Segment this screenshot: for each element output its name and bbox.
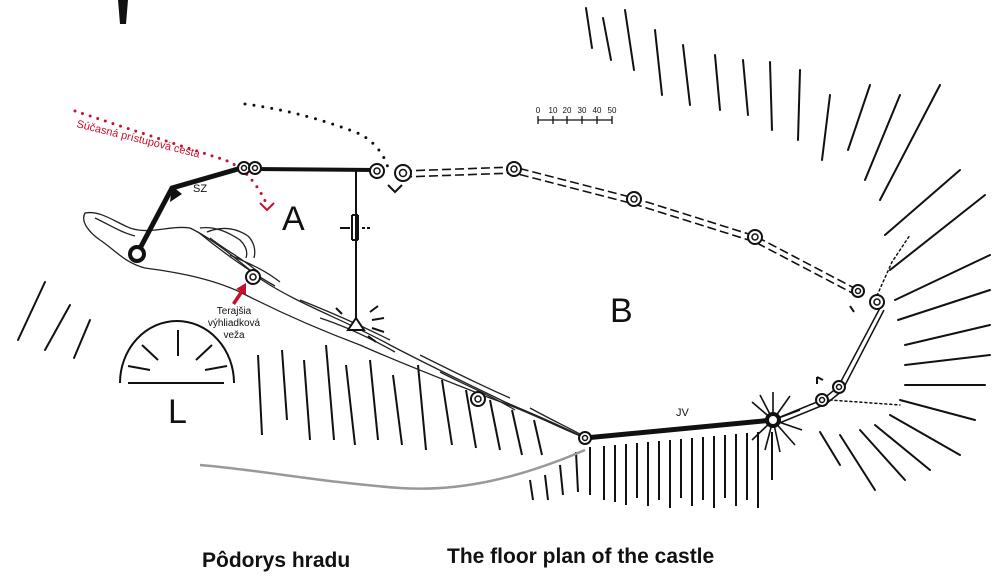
outer-road — [199, 448, 586, 490]
area-b-label: B — [610, 292, 633, 330]
wall-hatching — [529, 432, 773, 508]
small-markers — [259, 184, 855, 384]
gate-structure — [335, 305, 385, 343]
scale-tick-label: 0 — [536, 106, 541, 115]
scale-tick-label: 10 — [549, 106, 558, 115]
terrain-hatching — [17, 7, 991, 491]
access-road-label: Súčasná prístupová cesta — [75, 118, 202, 160]
gate-arrow-sz — [170, 186, 182, 202]
red-arrow — [232, 283, 246, 305]
rock-ridge — [83, 211, 586, 439]
area-l-label: L — [168, 393, 187, 431]
scale-tick-label: 40 — [593, 106, 602, 115]
east-wall — [772, 307, 885, 425]
ridge-hatching — [257, 344, 543, 456]
tower-label-line: veža — [223, 330, 245, 341]
tower-label-line: Terajšia — [217, 306, 252, 317]
caption-slovak: Pôdorys hradu — [202, 549, 350, 572]
sz-label: SZ — [193, 183, 207, 195]
area-a-label: A — [282, 200, 305, 238]
jv-label: JV — [676, 407, 690, 419]
scale-tick-label: 50 — [608, 106, 617, 115]
dotted-lines — [73, 102, 911, 406]
north-arrow-icon — [118, 0, 128, 24]
scale-tick-label: 20 — [563, 106, 572, 115]
caption-english: The floor plan of the castle — [447, 545, 714, 568]
tower-label-line: výhliadková — [208, 318, 261, 329]
dashed-walls — [402, 166, 859, 297]
solid-walls — [134, 166, 776, 441]
scale-bar: 0 10 20 30 40 50 — [536, 106, 617, 124]
bastion-l — [119, 320, 235, 384]
scale-tick-label: 30 — [578, 106, 587, 115]
tower-markers — [128, 161, 885, 445]
